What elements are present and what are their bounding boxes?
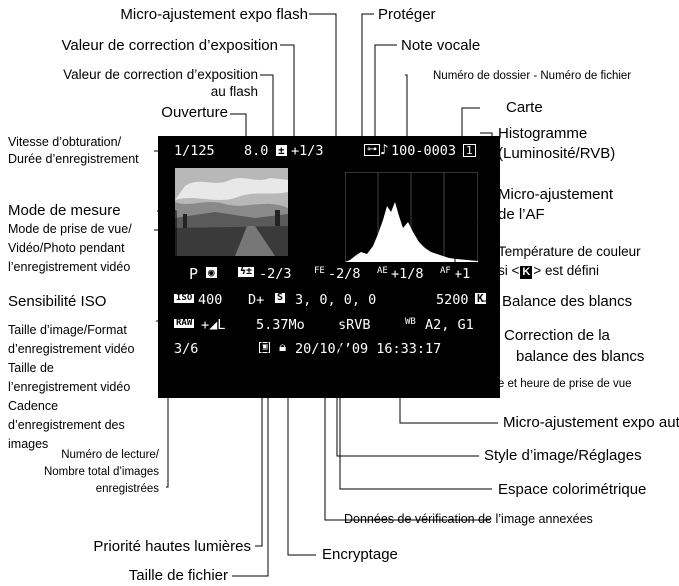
label-lecture-3: enregistrées: [95, 483, 159, 495]
histogram: [345, 172, 478, 262]
label-mode-mesure: Mode de mesure: [8, 202, 121, 219]
label-numero-dossier: Numéro de dossier - Numéro de fichier: [433, 70, 632, 82]
exposure-comp-icon: ±: [276, 144, 287, 157]
voice-memo-icon: ♪: [380, 142, 389, 158]
card-icon: 1: [463, 144, 476, 157]
label-proteger: Protéger: [378, 6, 436, 23]
shutter-speed-value: 1/125: [174, 143, 215, 159]
raw-quality-icon: RAW: [174, 318, 195, 328]
lock-icon: 🔒︎: [279, 339, 287, 355]
label-micro-af-2: de l’AF: [498, 206, 545, 223]
photo-thumbnail: [175, 168, 288, 256]
label-taille-image-5: Cadence: [8, 399, 59, 413]
label-style: Style d’image/Réglages: [484, 447, 642, 464]
kelvin-wb-icon: K: [475, 292, 486, 305]
wb-shift-label: WB: [405, 317, 416, 327]
highlight-priority: D+: [248, 292, 265, 308]
iso-value: 400: [198, 292, 223, 308]
label-taille-image-2: d’enregistrement vidéo: [8, 342, 135, 356]
label-priorite: Priorité hautes lumières: [93, 538, 251, 555]
verification-data-icon: ▣: [259, 342, 271, 353]
label-balance: Balance des blancs: [502, 293, 633, 310]
label-mode-prise: Mode de prise de vue/: [8, 222, 132, 236]
label-taille-image-6: d’enregistrement des: [8, 418, 125, 432]
label-lecture: Numéro de lecture/: [61, 449, 159, 461]
color-temperature: 5200: [436, 292, 469, 308]
label-taille-image-7: images: [8, 437, 49, 451]
label-micro-af: Micro-ajustement: [498, 186, 614, 203]
playback-number: 3/6: [174, 341, 199, 357]
label-histogramme: Histogramme: [498, 125, 588, 142]
fe-micro-label: FE: [314, 266, 325, 276]
label-correction-flash-2: au flash: [210, 84, 258, 99]
label-note-vocale: Note vocale: [401, 37, 481, 54]
iso-icon: ISO: [174, 293, 195, 303]
label-histogramme-2: (Luminosité/RVB): [498, 145, 616, 162]
flash-comp-value: -2/3: [259, 266, 292, 282]
flash-comp-icon: ϟ±: [238, 266, 255, 277]
date-time: 20/10/’09 16:33:17: [295, 341, 442, 357]
shooting-mode: P: [189, 265, 199, 283]
ae-micro-label: AE: [377, 266, 388, 276]
wb-shift-value: A2, G1: [425, 317, 474, 333]
label-mode-prise-2: Vidéo/Photo pendant: [8, 241, 125, 255]
label-date-heure: Date et heure de prise de vue: [480, 378, 632, 390]
protect-key-icon: ⊶: [364, 144, 380, 156]
label-correction-balance-2: balance des blancs: [516, 348, 645, 365]
label-taille-image-3: Taille de: [8, 361, 54, 375]
picture-style-values: 3, 0, 0, 0: [295, 292, 377, 308]
label-espace: Espace colorimétrique: [498, 481, 647, 498]
label-encryptage: Encryptage: [322, 546, 398, 563]
label-valeur-correction: Valeur de correction d’exposition: [61, 37, 278, 54]
image-size: +◢L: [201, 317, 226, 333]
label-taille-fichier: Taille de fichier: [128, 567, 228, 584]
label-vitesse: Vitesse d’obturation/: [8, 135, 122, 149]
label-micro-auto: Micro-ajustement expo auto: [503, 414, 679, 431]
folder-file-number: 100-0003: [391, 143, 457, 159]
aperture-value: 8.0: [244, 143, 269, 159]
label-sensibilite: Sensibilité ISO: [8, 293, 107, 310]
label-temperature-2: si <K> est défini: [498, 263, 600, 279]
fe-micro-value: -2/8: [328, 266, 361, 282]
label-taille-image-4: l’enregistrement vidéo: [8, 380, 131, 394]
kelvin-icon: K: [520, 266, 533, 279]
label-correction-balance: Correction de la: [504, 327, 610, 344]
label-mode-prise-3: l’enregistrement vidéo: [8, 260, 131, 274]
label-vitesse-2: Durée d’enregistrement: [8, 152, 139, 166]
label-lecture-2: Nombre total d’images: [43, 466, 159, 478]
label-temperature: Température de couleur: [498, 244, 641, 259]
picture-style-icon: S: [275, 292, 286, 303]
label-correction-flash: Valeur de correction d’exposition: [63, 67, 258, 82]
label-micro-flash: Micro-ajustement expo flash: [120, 6, 308, 23]
label-taille-image: Taille d’image/Format: [8, 323, 127, 337]
file-size: 5.37Mo: [256, 317, 305, 333]
camera-info-screen: 1/125 8.0 ± +1/3 ⊶ ♪ 100-0003 1 P ◉ ϟ± -…: [158, 136, 500, 398]
label-ouverture: Ouverture: [161, 104, 228, 121]
exposure-comp-value: +1/3: [291, 143, 324, 159]
color-space: sRVB: [338, 317, 371, 333]
af-micro-value: +1: [454, 266, 471, 282]
label-donnees: Données de vérification de l’image annex…: [344, 512, 593, 526]
af-micro-label: AF: [440, 266, 451, 276]
ae-micro-value: +1/8: [391, 266, 424, 282]
evaluative-metering-icon: ◉: [206, 266, 217, 279]
label-carte: Carte: [506, 99, 543, 116]
